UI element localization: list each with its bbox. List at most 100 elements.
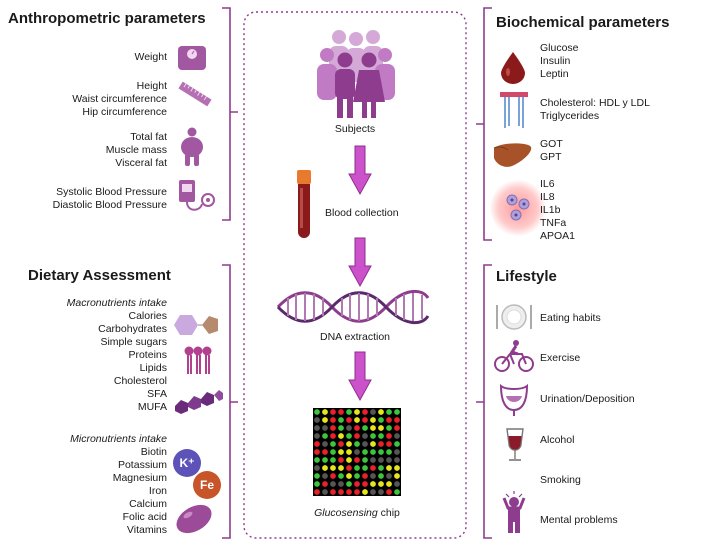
chip-spot xyxy=(370,409,376,415)
tape-measure-icon xyxy=(178,81,212,107)
macro-list: Macronutrients intake Calories Carbohydr… xyxy=(67,297,167,414)
cytokine-glow xyxy=(490,180,546,236)
iron-icon: Fe xyxy=(193,471,221,499)
chip-spot xyxy=(322,417,328,423)
lipoprotein-icon xyxy=(500,92,528,128)
chip-spot xyxy=(314,457,320,463)
mental-problems-icon xyxy=(502,491,526,533)
dietary-bracket xyxy=(222,264,238,539)
chip-spot xyxy=(378,457,384,463)
apoa1-label: APOA1 xyxy=(540,230,576,242)
chip-spot xyxy=(394,433,400,439)
iron-symbol: Fe xyxy=(199,478,214,492)
chip-spot xyxy=(354,465,360,471)
urination-label: Urination/Deposition xyxy=(540,393,635,405)
chip-spot xyxy=(330,433,336,439)
chip-spot xyxy=(322,465,328,471)
chip-spot xyxy=(314,409,320,415)
wine-glass-icon xyxy=(506,428,524,461)
lipid-icon xyxy=(184,346,212,374)
chip-spot xyxy=(394,489,400,495)
chip-spot xyxy=(378,473,384,479)
chip-spot xyxy=(314,441,320,447)
chip-spot xyxy=(338,433,344,439)
chip-spot xyxy=(322,457,328,463)
chip-spot xyxy=(346,473,352,479)
blood-drop-icon xyxy=(501,52,525,84)
plate-icon xyxy=(496,304,532,330)
potassium-icon: K⁺ xyxy=(173,449,201,477)
chip-spot xyxy=(338,425,344,431)
chip-spot xyxy=(338,409,344,415)
chip-label: Glucosensing chip xyxy=(295,507,419,520)
chip-label-italic: Glucosensing xyxy=(314,507,378,519)
chip-spot xyxy=(330,489,336,495)
macro-item: Carbohydrates xyxy=(98,323,167,335)
chip-spot xyxy=(322,481,328,487)
exercise-label: Exercise xyxy=(540,352,581,364)
weight-label: Weight xyxy=(134,51,168,63)
blood-tube-icon xyxy=(297,170,311,238)
chip-spot xyxy=(370,465,376,471)
chip-spot xyxy=(378,489,384,495)
chip-spot xyxy=(354,489,360,495)
chip-spot xyxy=(330,449,336,455)
insulin-label: Insulin xyxy=(540,55,571,67)
chip-label-rest: chip xyxy=(377,507,400,519)
chip-spot xyxy=(338,441,344,447)
chip-spot xyxy=(330,409,336,415)
biochemical-title: Biochemical parameters xyxy=(496,14,670,31)
chip-spot xyxy=(386,465,392,471)
chip-spot xyxy=(314,433,320,439)
chip-spot xyxy=(370,489,376,495)
dna-extraction-label: DNA extraction xyxy=(319,331,391,343)
chip-spot xyxy=(354,449,360,455)
chip-spot xyxy=(386,433,392,439)
chip-spot xyxy=(362,417,368,423)
micro-title: Micronutrients intake xyxy=(70,433,167,445)
chip-spot xyxy=(378,433,384,439)
mental-problems-label: Mental problems xyxy=(540,514,618,526)
hip-label: Hip circumference xyxy=(82,106,167,118)
body-fat-icon xyxy=(181,127,203,166)
macro-item: Cholesterol xyxy=(113,375,167,387)
chip-spot xyxy=(394,441,400,447)
chip-spot xyxy=(370,417,376,423)
alcohol-label: Alcohol xyxy=(540,434,575,446)
chip-spot xyxy=(330,473,336,479)
chip-spot xyxy=(338,417,344,423)
chip-spot xyxy=(354,457,360,463)
chip-spot xyxy=(338,465,344,471)
subjects-icon xyxy=(317,30,395,118)
chip-spot xyxy=(378,481,384,487)
arrow-down-icon xyxy=(348,145,372,196)
cholesterol-label: Cholesterol: HDL y LDL xyxy=(540,97,650,109)
chip-spot xyxy=(362,449,368,455)
blood-pressure-icon xyxy=(179,180,215,211)
chip-spot xyxy=(354,481,360,487)
macro-title: Macronutrients intake xyxy=(66,297,167,309)
cholesterol-icon xyxy=(175,390,223,414)
bicycle-icon xyxy=(494,340,534,372)
chip-spot xyxy=(314,425,320,431)
chip-spot xyxy=(330,425,336,431)
anthropometric-title: Anthropometric parameters xyxy=(8,10,206,27)
macro-item: Proteins xyxy=(128,349,167,361)
visceral-fat-label: Visceral fat xyxy=(115,157,167,169)
tnfa-label: TNFa xyxy=(540,217,567,229)
chip-spot xyxy=(338,481,344,487)
chip-spot xyxy=(370,425,376,431)
chip-spot xyxy=(378,417,384,423)
vitamin-pill-icon xyxy=(176,504,212,534)
chip-spot xyxy=(322,441,328,447)
chip-spot xyxy=(338,489,344,495)
chip-spot xyxy=(362,433,368,439)
chip-spot xyxy=(346,409,352,415)
chip-spot xyxy=(346,417,352,423)
chip-spot xyxy=(362,425,368,431)
chip-spot xyxy=(394,425,400,431)
waist-label: Waist circumference xyxy=(72,93,167,105)
chip-spot xyxy=(322,489,328,495)
chip-spot xyxy=(394,473,400,479)
